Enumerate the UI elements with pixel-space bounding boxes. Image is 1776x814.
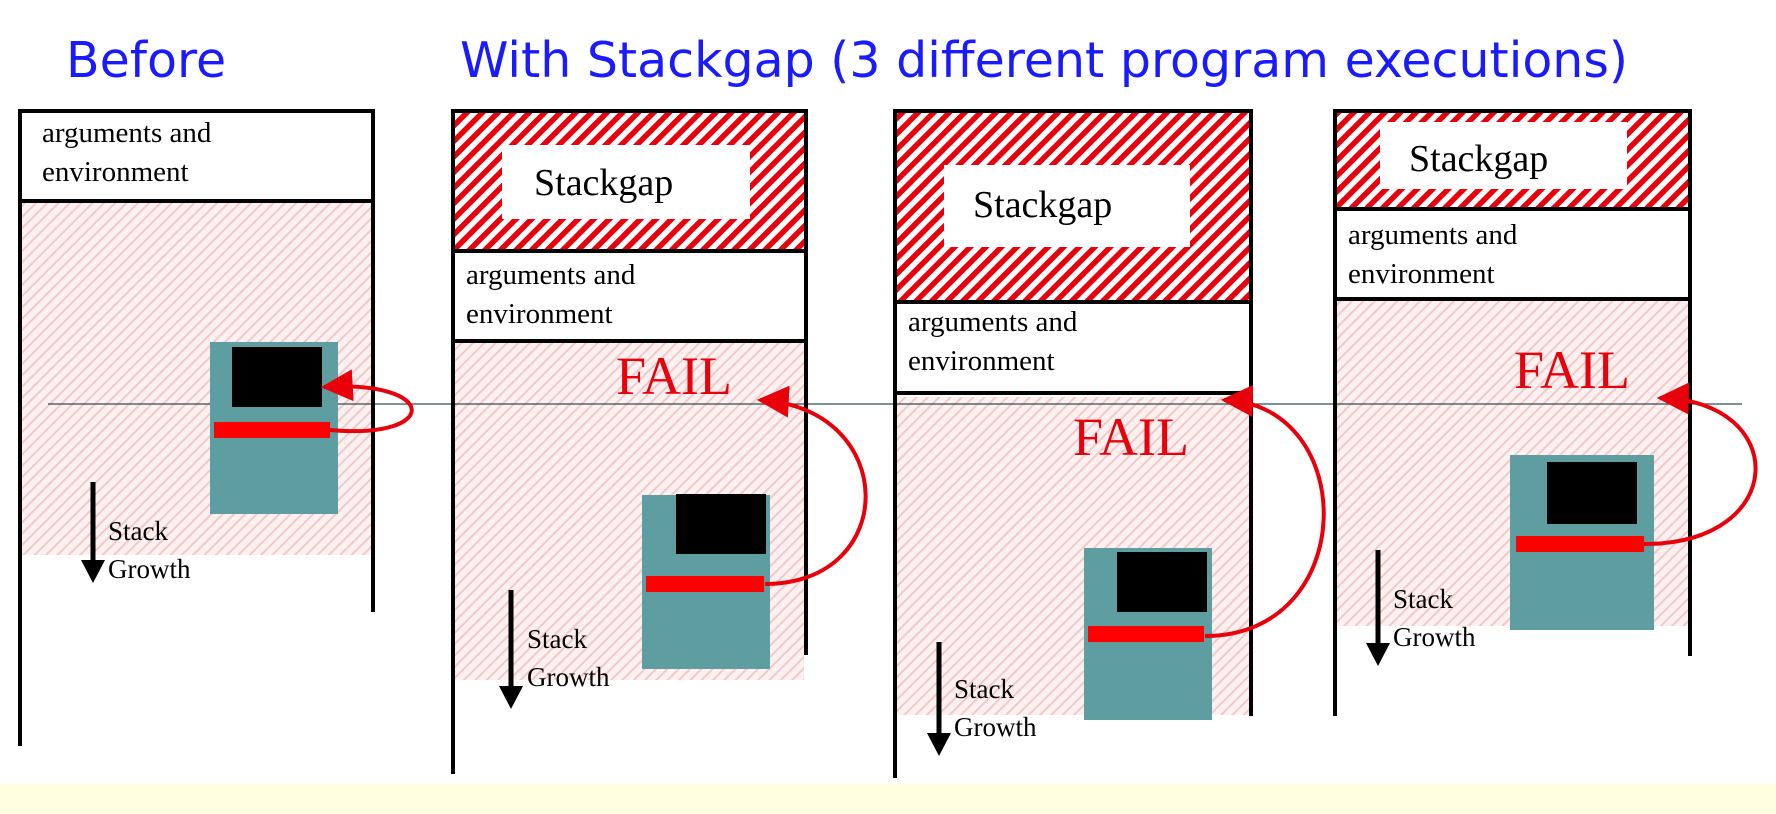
- exec1-args-line1: arguments and: [466, 259, 636, 291]
- exec2-args-line2: environment: [908, 345, 1055, 377]
- exec1-stackgap-label: Stackgap: [534, 162, 674, 204]
- exec2-overwrite-arrow: [1204, 384, 1326, 638]
- stackgap-inner-exec2: [944, 165, 1190, 247]
- exec3-args-line2: environment: [1348, 258, 1495, 290]
- exec1-overwrite-arrow: [756, 385, 868, 586]
- exec3-fail-label: FAIL: [1514, 340, 1630, 400]
- exec3-growth-line2: Growth: [1393, 622, 1476, 652]
- stackgap-inner-exec1: [502, 145, 750, 219]
- before-buffer: [232, 347, 322, 407]
- exec2-return-address: [1088, 626, 1204, 642]
- exec2-args-line1: arguments and: [908, 306, 1078, 338]
- exec1-growth-arrowhead: [499, 686, 523, 709]
- before-return-address: [214, 422, 330, 438]
- exec1-args-line2: environment: [466, 298, 613, 330]
- exec2-growth-line2: Growth: [954, 712, 1037, 742]
- exec3-stackgap-label: Stackgap: [1409, 138, 1549, 180]
- exec2-growth-label: Stack Growth: [954, 670, 1037, 746]
- exec3-args-label: arguments and environment: [1348, 216, 1517, 294]
- exec1-growth-line1: Stack: [527, 624, 587, 654]
- exec2-args-label: arguments and environment: [908, 303, 1077, 381]
- exec1-fail-label: FAIL: [616, 346, 732, 406]
- exec3-growth-line1: Stack: [1393, 584, 1453, 614]
- exec3-growth-label: Stack Growth: [1393, 580, 1476, 656]
- exec1-growth-line2: Growth: [527, 662, 610, 692]
- stackgap-inner-exec3: [1380, 122, 1627, 189]
- exec3-return-address: [1516, 536, 1644, 552]
- exec2-growth-arrowhead: [927, 733, 951, 756]
- exec1-return-address: [646, 576, 764, 592]
- before-growth-line2: Growth: [108, 554, 191, 584]
- exec2-fail-label: FAIL: [1073, 407, 1189, 467]
- exec2-buffer: [1117, 552, 1207, 612]
- title-with-stackgap: With Stackgap (3 different program execu…: [460, 32, 1629, 89]
- exec2-growth-line1: Stack: [954, 674, 1014, 704]
- before-overwrite-arrow: [320, 369, 414, 434]
- before-growth-arrowhead: [81, 560, 105, 583]
- bottom-strip: [0, 784, 1776, 814]
- exec1-args-label: arguments and environment: [466, 256, 635, 334]
- before-args-line1: arguments and: [42, 117, 212, 149]
- before-args-label: arguments and environment: [42, 114, 211, 192]
- exec1-buffer: [676, 494, 766, 554]
- exec3-buffer: [1547, 462, 1637, 524]
- before-growth-line1: Stack: [108, 516, 168, 546]
- title-before: Before: [66, 32, 227, 89]
- exec3-args-line1: arguments and: [1348, 219, 1518, 251]
- exec3-overwrite-arrow: [1643, 382, 1758, 546]
- exec2-stackgap-label: Stackgap: [973, 184, 1113, 226]
- exec1-growth-label: Stack Growth: [527, 620, 610, 696]
- exec3-growth-arrowhead: [1366, 643, 1390, 666]
- before-growth-label: Stack Growth: [108, 512, 191, 588]
- before-args-line2: environment: [42, 156, 189, 188]
